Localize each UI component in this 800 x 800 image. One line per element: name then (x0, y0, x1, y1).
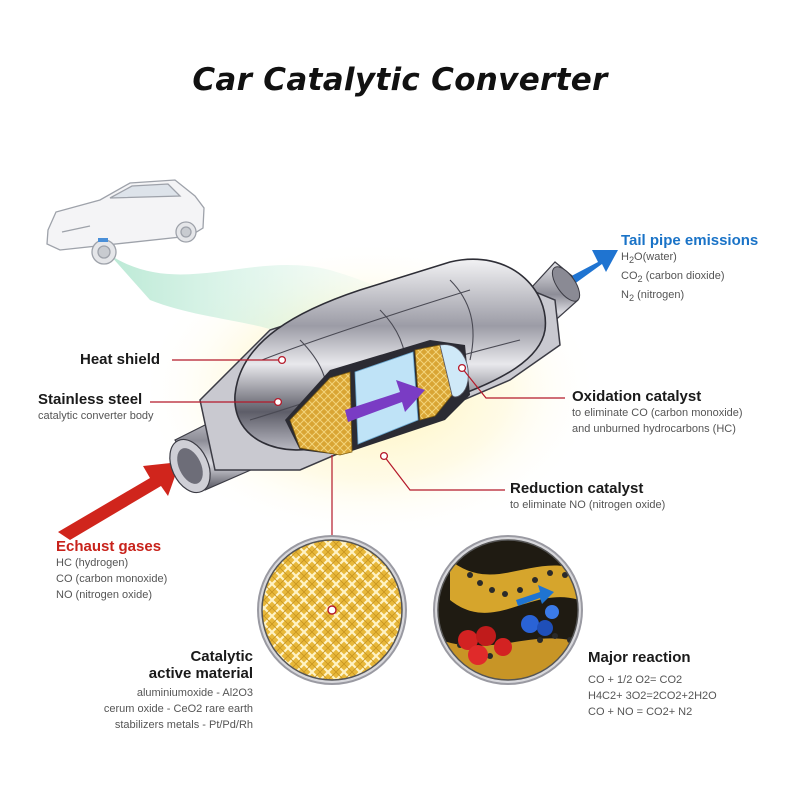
catalytic-material-item-2: cerum oxide - CeO2 rare earth (103, 703, 253, 715)
oxidation-catalyst-label: Oxidation catalyst (572, 388, 702, 405)
tail-pipe-emissions-label: Tail pipe emissions (621, 232, 759, 249)
reduction-catalyst-label: Reduction catalyst (510, 480, 644, 497)
catalytic-material-label-1: Catalytic (190, 648, 253, 665)
tail-pipe-item-n2: N2 (nitrogen) (621, 289, 685, 304)
stainless-steel-group: Stainless steel catalytic converter body (38, 391, 154, 424)
catalytic-material-detail (257, 535, 407, 685)
exhaust-item-co: CO (carbon monoxide) (56, 573, 168, 585)
major-reaction-group: Major reaction CO + 1/2 O2= CO2 H4C2+ 3O… (588, 649, 717, 720)
stainless-steel-desc: catalytic converter body (38, 410, 154, 422)
reaction-equation-1: CO + 1/2 O2= CO2 (588, 674, 683, 686)
reduction-catalyst-desc: to eliminate NO (nitrogen oxide) (510, 499, 666, 511)
oxidation-catalyst-group: Oxidation catalyst to eliminate CO (carb… (572, 388, 743, 437)
tail-pipe-item-water: H2O(water) (621, 251, 677, 266)
catalytic-material-label-2: active material (148, 665, 253, 682)
gas-flow-arrow (345, 380, 425, 422)
catalytic-material-group: Catalytic active material aluminiumoxide… (60, 648, 253, 733)
oxidation-catalyst-desc-1: to eliminate CO (carbon monoxide) (572, 407, 743, 419)
stainless-steel-label: Stainless steel (38, 391, 143, 408)
page-title: Car Catalytic Converter (192, 62, 608, 98)
oxidation-catalyst-desc-2: and unburned hydrocarbons (HC) (572, 423, 736, 435)
reaction-equation-3: CO + NO = CO2+ N2 (588, 706, 693, 718)
catalytic-material-item-1: aluminiumoxide - Al2O3 (136, 687, 253, 699)
oxidation-catalyst-block (414, 344, 453, 421)
exhaust-inlet-arrow (58, 462, 180, 540)
exhaust-gases-label: Echaust gases (56, 538, 162, 555)
reduction-catalyst-block (289, 371, 353, 456)
exhaust-gases-group: Echaust gases HC (hydrogen) CO (carbon m… (56, 538, 167, 603)
reaction-equation-2: H4C2+ 3O2=2CO2+2H2O (588, 690, 717, 702)
exhaust-item-hc: HC (hydrogen) (56, 557, 129, 569)
major-reaction-detail (433, 535, 583, 685)
outlet-cone (439, 344, 469, 398)
car-icon (46, 179, 205, 265)
heat-shield-label: Heat shield (80, 351, 161, 368)
tail-pipe-item-co2: CO2 (carbon dioxide) (621, 270, 725, 285)
tail-pipe-emissions-group: Tail pipe emissions H2O(water) CO2 (carb… (621, 232, 758, 307)
reduction-catalyst-group: Reduction catalyst to eliminate NO (nitr… (510, 480, 665, 513)
catalytic-material-item-3: stabilizers metals - Pt/Pd/Rh (114, 719, 253, 731)
major-reaction-label: Major reaction (588, 649, 691, 666)
exhaust-item-no: NO (nitrogen oxide) (56, 589, 152, 601)
leader-dots (273, 355, 467, 461)
